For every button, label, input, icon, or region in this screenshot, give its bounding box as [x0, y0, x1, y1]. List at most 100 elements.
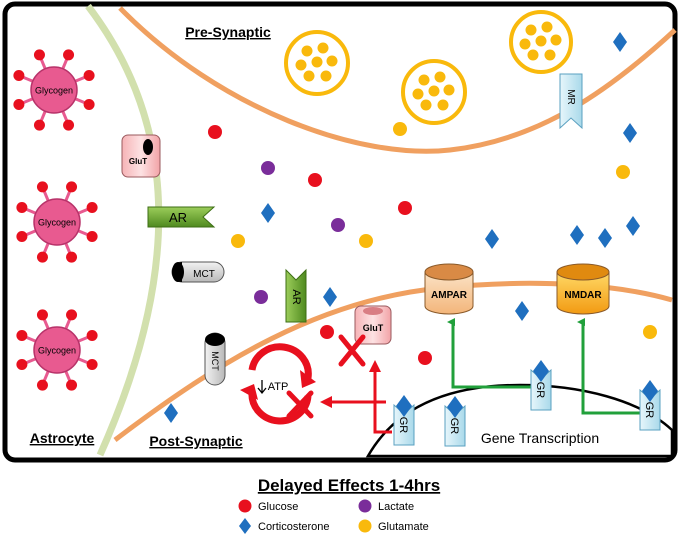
mct-transporter-astrocyte: MCT [171, 261, 225, 283]
glucose-unit [13, 69, 25, 81]
nmdar-receptor: NMDAR [556, 263, 610, 315]
red-arrowhead-glut [369, 360, 381, 372]
glucose-unit [63, 119, 75, 131]
nmdar-label: NMDAR [564, 290, 602, 301]
glutamate-molecule [303, 70, 315, 82]
glucose-unit [86, 201, 98, 213]
glutamate-molecule [550, 34, 562, 46]
legend-swatch [238, 499, 252, 513]
green-arrows [447, 318, 643, 415]
glutamate-molecule [541, 21, 553, 33]
glucose-unit [66, 181, 78, 193]
ar-receptor-post: AR [285, 268, 307, 323]
mr-receptor: MR [559, 73, 583, 130]
corticosterone-molecule [164, 403, 178, 423]
legend-item: Glutamate [358, 519, 429, 533]
glutamate-vesicle [509, 10, 573, 74]
ampar-receptor: AMPAR [424, 263, 474, 315]
glucose-unit [66, 309, 78, 321]
glutamate-molecule [616, 165, 630, 179]
pre-synaptic-label: Pre-Synaptic [185, 24, 271, 40]
glutamate-vesicle [284, 30, 350, 96]
glucose-unit [16, 329, 28, 341]
glucose-unit [33, 119, 45, 131]
glutamate-molecule [231, 234, 245, 248]
mr-label: MR [565, 89, 576, 105]
glycogen-granule: Glycogen [13, 49, 95, 131]
glycogen-label: Glycogen [35, 86, 73, 96]
corticosterone-bound [533, 360, 549, 382]
glucose-molecule [418, 351, 432, 365]
glucose-unit [16, 201, 28, 213]
gr-label: GR [643, 402, 655, 419]
glutamate-molecule [525, 24, 537, 36]
mct-transporter-post: MCT [204, 332, 226, 386]
glutamate-molecule [443, 84, 455, 96]
corticosterone-molecule [261, 203, 275, 223]
glut-transporter-post: GluT [354, 305, 392, 345]
glucose-unit [86, 231, 98, 243]
glutamate-molecule [544, 49, 556, 61]
glutamate-molecule [535, 35, 547, 47]
glutamate-molecule [311, 56, 323, 68]
corticosterone-molecule [598, 228, 612, 248]
glucose-unit [66, 379, 78, 391]
glutamate-molecule [643, 325, 657, 339]
vesicle-group [284, 10, 573, 125]
glucose-molecule [208, 125, 222, 139]
astrocyte-membrane [85, 3, 163, 457]
legend-swatch [358, 519, 372, 533]
legend-item: Glucose [238, 499, 298, 513]
glut-transporter-astrocyte: GluT [121, 134, 161, 178]
gr-label: GR [534, 382, 546, 399]
legend-swatch [239, 518, 251, 534]
glucose-unit [86, 329, 98, 341]
glutamate-molecule [317, 42, 329, 54]
legend-label: Corticosterone [258, 521, 330, 533]
legend-swatch [358, 499, 372, 513]
glutamate-molecule [320, 70, 332, 82]
glucose-unit [33, 49, 45, 61]
red-arrowhead-atp [320, 396, 332, 408]
lactate-molecule [261, 161, 275, 175]
legend-label: Glucose [258, 501, 298, 513]
glutamate-vesicle [401, 59, 467, 125]
glutamate-molecule [359, 234, 373, 248]
molecule-group [164, 32, 657, 423]
corticosterone-bound [642, 380, 658, 402]
pre-synaptic-membrane [118, 6, 677, 154]
gr-label: GR [397, 417, 409, 434]
gene-transcription-label: Gene Transcription [481, 430, 599, 446]
glycogen-label: Glycogen [38, 346, 76, 356]
glucose-unit [86, 359, 98, 371]
legend-item: Lactate [358, 499, 414, 513]
glutamate-molecule [393, 122, 407, 136]
glucose-unit [83, 69, 95, 81]
glutamate-molecule [295, 59, 307, 71]
ar-label-post: AR [290, 289, 302, 304]
glutamate-molecule [301, 45, 313, 57]
inhibition-x-atp [286, 390, 314, 419]
gr-receptor: GR [530, 360, 552, 411]
glutamate-molecule [418, 74, 430, 86]
glutamate-molecule [519, 38, 531, 50]
corticosterone-bound [396, 395, 412, 417]
atp-label: ATP [268, 381, 289, 393]
glut-label: GluT [129, 157, 147, 166]
ampar-label: AMPAR [431, 290, 468, 301]
ar-label: AR [169, 210, 187, 225]
glycogen-label: Glycogen [38, 218, 76, 228]
ar-receptor-astrocyte: AR [147, 206, 216, 228]
glutamate-molecule [527, 49, 539, 61]
glutamate-molecule [437, 99, 449, 111]
gr-receptor: GR [639, 380, 661, 431]
glucose-unit [36, 309, 48, 321]
glutamate-molecule [420, 99, 432, 111]
corticosterone-molecule [515, 301, 529, 321]
glucose-molecule [320, 325, 334, 339]
